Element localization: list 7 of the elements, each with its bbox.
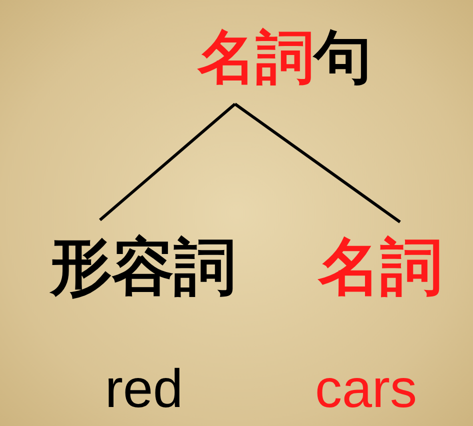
example-word: cars	[315, 362, 418, 416]
node-text: 名詞句	[198, 29, 372, 87]
connector-line	[234, 102, 401, 224]
node-text: 形容詞	[50, 236, 236, 298]
example-word: red	[105, 362, 184, 416]
node-text: 名詞	[318, 237, 442, 299]
connector-line	[99, 102, 236, 222]
